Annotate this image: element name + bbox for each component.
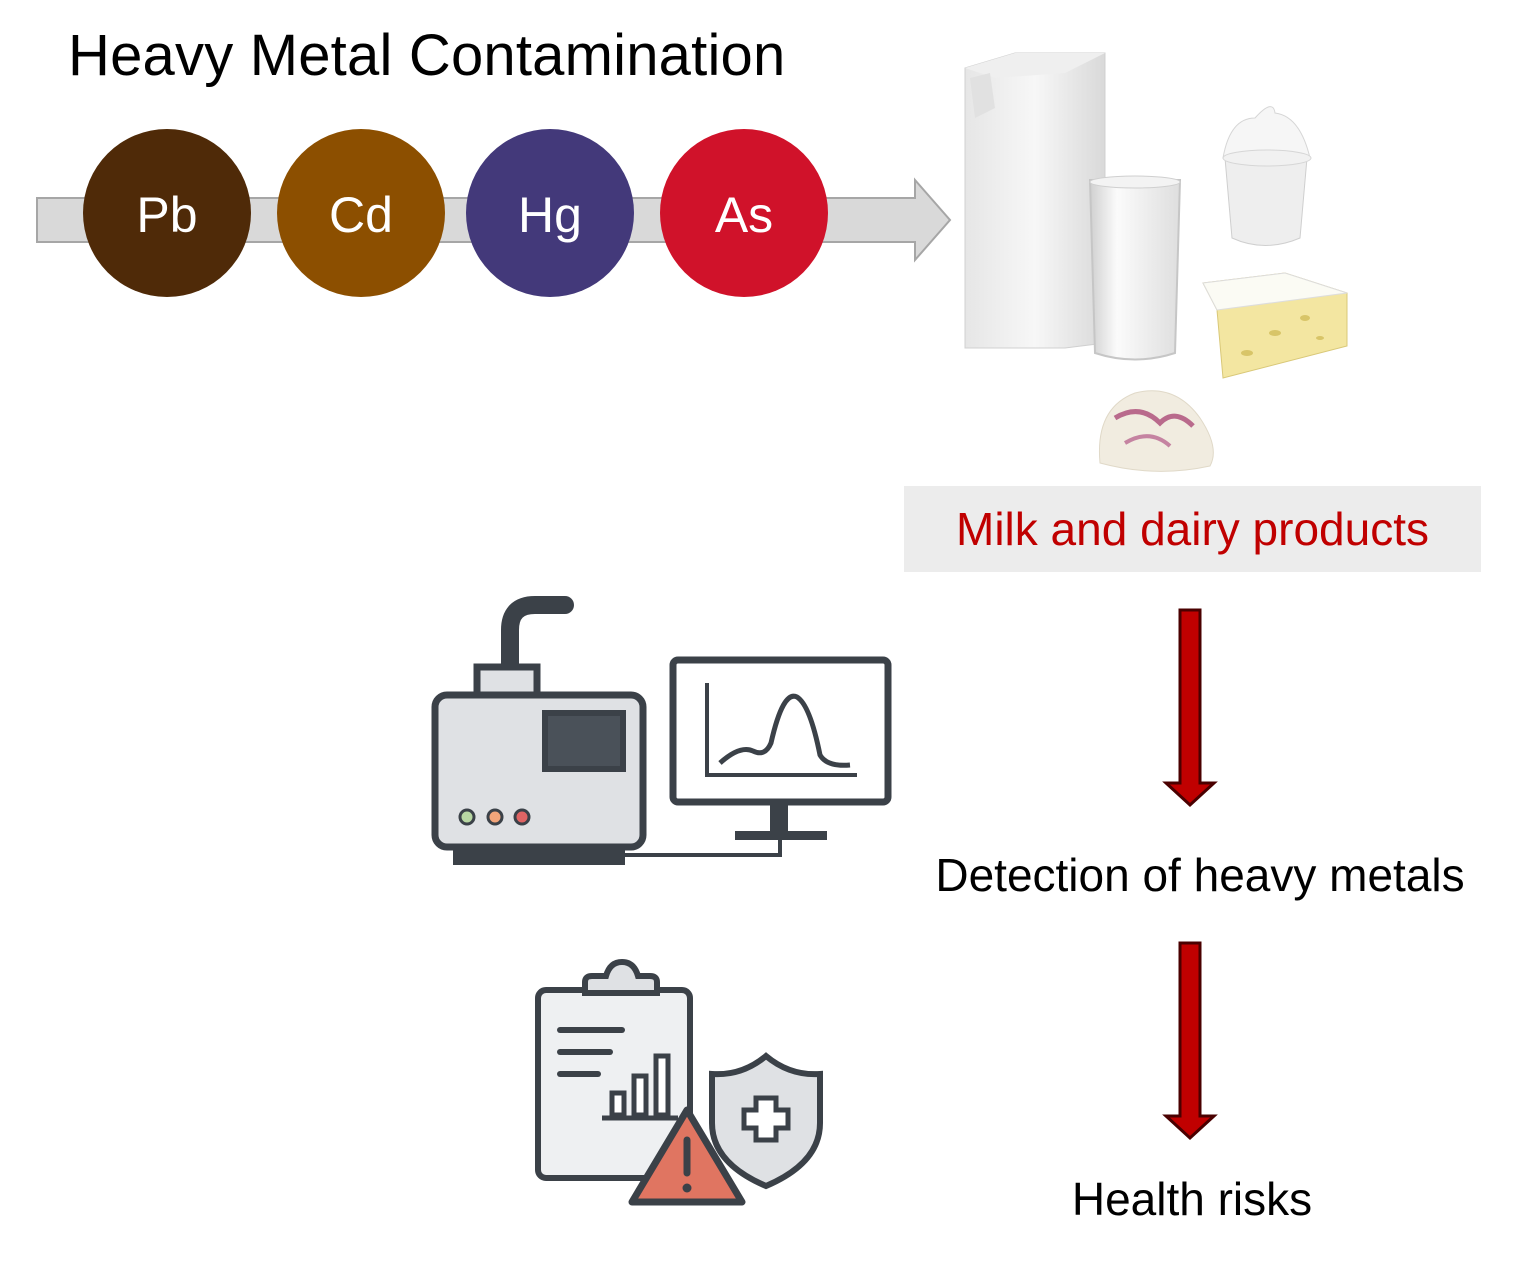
health-risk-report-illustration [535,958,823,1206]
dairy-products-label: Milk and dairy products [956,503,1429,555]
metal-as-label: As [715,187,773,243]
dairy-products-box: Milk and dairy products [904,486,1481,572]
diagram-title: Heavy Metal Contamination [68,23,786,88]
metal-as-circle [660,129,828,297]
metal-pb-label: Pb [136,187,197,243]
milk-glass-icon [1088,175,1182,361]
metal-pb: Pb [83,129,251,297]
chromatogram-monitor-icon [669,656,892,840]
metal-pb-circle [83,129,251,297]
down-arrow-1 [1162,608,1218,808]
health-shield-icon [709,1052,823,1190]
metal-cd: Cd [277,129,445,297]
down-arrow-2 [1162,941,1218,1141]
ice-cream-scoop-icon [1098,390,1214,472]
metal-hg-label: Hg [518,187,582,243]
yogurt-cup-icon [1222,106,1312,246]
dairy-products-illustration [964,52,1348,472]
metal-cd-circle [277,129,445,297]
milk-carton-icon [964,52,1106,349]
metal-hg-circle [466,129,634,297]
metal-contamination-arrow: Pb Cd Hg As [36,129,952,297]
health-risks-label: Health risks [1071,1173,1313,1225]
clipboard-report-icon [535,958,693,1181]
spectrometer-instrument-icon [431,596,782,865]
metal-as: As [660,129,828,297]
metal-cd-label: Cd [329,187,393,243]
metal-hg: Hg [466,129,634,297]
cheese-wedge-icon [1202,272,1348,379]
analysis-instrument-illustration [431,596,892,865]
warning-triangle-icon [628,1106,746,1206]
detection-label: Detection of heavy metals [935,849,1465,901]
